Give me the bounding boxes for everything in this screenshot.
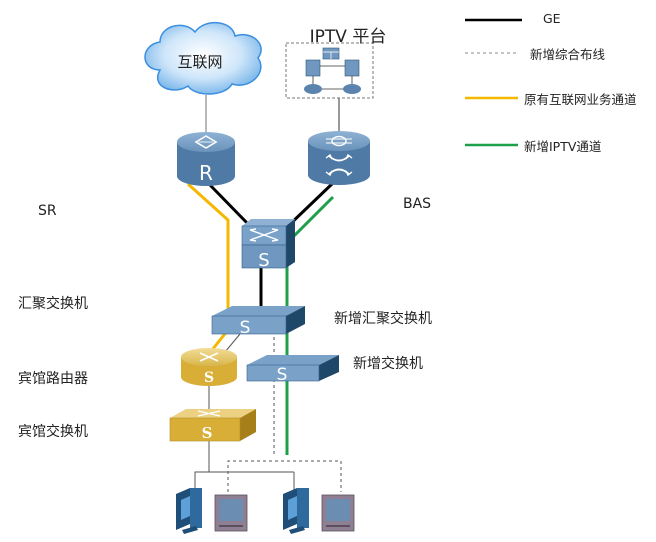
svg-text:S: S <box>202 424 213 442</box>
iptv-switch-left-icon <box>305 59 321 77</box>
legend-internet-path-label: 原有互联网业务通道 <box>524 92 637 107</box>
pc-icon <box>176 488 202 534</box>
sr-router-icon: R <box>177 132 235 186</box>
iptv-platform-label: IPTV 平台 <box>310 27 387 47</box>
sr-core-ge-link <box>208 183 252 228</box>
iptv-path-green <box>290 195 335 252</box>
legend-ge-label: GE <box>543 11 561 26</box>
svg-text:S: S <box>258 250 269 271</box>
internet-label: 互联网 <box>177 53 222 71</box>
legend-iptv-path-label: 新增IPTV通道 <box>524 139 602 154</box>
iptv-router-left-icon <box>304 84 322 94</box>
new-switch-label: 新增交换机 <box>353 356 423 372</box>
iptv-platform-box <box>285 42 374 99</box>
hotel-router-icon: S <box>181 348 237 386</box>
iptv-router-right-icon <box>343 84 361 94</box>
hotel-switch-pc-link <box>194 436 210 490</box>
core-switch-icon: S <box>241 219 295 271</box>
hotel-switch-icon: S <box>169 409 256 442</box>
legend-new-cabling-label: 新增综合布线 <box>530 47 606 62</box>
iptv-switch-right-icon <box>344 59 360 77</box>
new-cabling-dashed-bus <box>227 460 342 492</box>
svg-text:S: S <box>240 318 251 338</box>
bas-label: BAS <box>403 196 432 212</box>
sr-label: SR <box>38 203 57 219</box>
svg-text:S: S <box>204 370 214 386</box>
internet-cloud-icon <box>144 22 262 95</box>
agg-switch-label: 汇聚交换机 <box>18 296 88 312</box>
svg-text:R: R <box>199 161 213 185</box>
agg-hotel-router-link <box>224 333 241 353</box>
pc-icon <box>283 488 309 534</box>
legend <box>465 18 522 147</box>
svg-text:S: S <box>277 365 288 385</box>
tv-icon <box>214 494 248 532</box>
bas-router-icon <box>308 131 370 185</box>
hotel-router-label: 宾馆路由器 <box>18 371 88 387</box>
new-agg-switch-icon: S <box>211 306 305 338</box>
new-switch-icon: S <box>246 355 339 385</box>
hotel-switch-label: 宾馆交换机 <box>18 424 88 440</box>
tv-icon <box>321 494 355 532</box>
iptv-platform <box>285 42 374 99</box>
new-agg-switch-label: 新增汇聚交换机 <box>334 311 432 327</box>
